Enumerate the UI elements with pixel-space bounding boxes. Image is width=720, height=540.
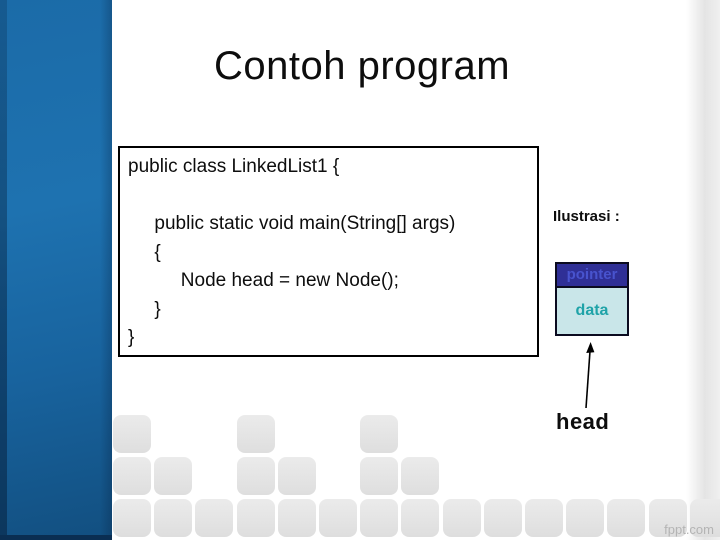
node-pointer-cell: pointer	[557, 264, 627, 288]
linked-list-node-box: pointer data	[555, 262, 629, 336]
decor-square	[154, 499, 193, 537]
decor-square	[277, 499, 316, 537]
decor-square	[401, 457, 440, 495]
up-arrow-icon	[585, 342, 595, 409]
code-box: public class LinkedList1 { public static…	[118, 146, 539, 357]
decor-square	[113, 499, 151, 537]
watermark-text: fppt.com	[664, 522, 714, 537]
head-label: head	[556, 409, 610, 434]
sidebar-left-edge	[0, 0, 7, 540]
decor-square	[236, 499, 275, 537]
decor-square	[360, 457, 399, 495]
decor-square	[566, 499, 605, 537]
sidebar-decoration	[0, 0, 112, 540]
decor-square	[525, 499, 563, 537]
decor-square	[195, 499, 234, 537]
decor-square	[607, 499, 646, 537]
illustration-label: Ilustrasi :	[553, 208, 620, 225]
decor-square	[113, 415, 151, 453]
decor-square	[277, 457, 316, 495]
decor-square	[401, 499, 440, 537]
node-data-cell: data	[557, 288, 627, 334]
decor-square	[360, 499, 399, 537]
sidebar-bottom-bar	[0, 535, 112, 540]
sidebar-right-shade	[100, 0, 112, 540]
decor-square	[442, 499, 481, 537]
decor-square	[360, 415, 399, 453]
slide-title: Contoh program	[213, 44, 511, 88]
decor-square	[483, 499, 522, 537]
decor-square	[113, 457, 151, 495]
decor-square	[319, 499, 357, 537]
decor-square	[236, 415, 275, 453]
decor-square	[154, 457, 193, 495]
decor-square	[236, 457, 275, 495]
right-edge-shading	[686, 0, 720, 540]
